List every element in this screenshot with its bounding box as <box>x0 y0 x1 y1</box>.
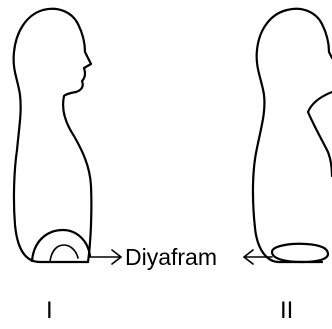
arrow-to-figure-2 <box>244 250 272 264</box>
figure-2-chest-outline <box>308 92 332 176</box>
arrow-to-figure-1 <box>90 250 121 264</box>
figure-2-label: II <box>280 297 293 324</box>
figure-1-label: I <box>46 297 53 324</box>
figure-1-body-outline <box>14 9 92 262</box>
diaphragm-dome-inner <box>50 245 78 261</box>
figure-1 <box>14 9 92 262</box>
diaphragm-flat <box>272 244 328 262</box>
diaphragm-label: Diyafram <box>125 244 217 270</box>
figure-2 <box>253 9 332 262</box>
